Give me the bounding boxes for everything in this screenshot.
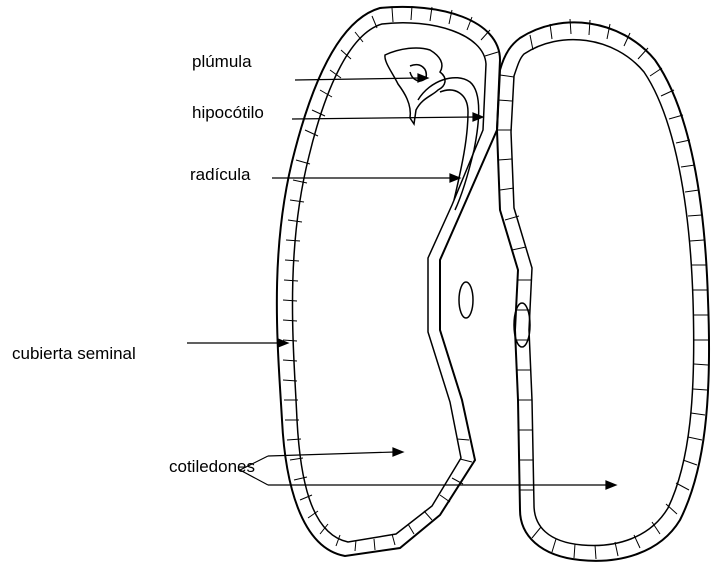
- right-seed-coat-inner: [511, 40, 694, 546]
- label-cotiledones: cotiledones: [169, 458, 255, 475]
- plumula-leader: [295, 78, 420, 80]
- right-cotyledon: [459, 19, 709, 561]
- cotiledones-arrowhead-lower: [606, 481, 616, 489]
- label-cubierta-seminal: cubierta seminal: [12, 345, 136, 362]
- left-seam-bulge: [459, 282, 473, 318]
- embryo: [385, 48, 479, 210]
- label-hipocotilo: hipocótilo: [192, 104, 264, 121]
- cotiledones-leader-upper: [268, 452, 395, 456]
- right-seed-coat-outer: [497, 22, 709, 560]
- left-seed-coat-inner: [292, 23, 486, 542]
- radicle-shape: [440, 90, 468, 200]
- label-radicula: radícula: [190, 166, 250, 183]
- left-cotyledon: [277, 6, 500, 556]
- leader-lines: [187, 74, 616, 489]
- plumule-shape: [385, 48, 445, 124]
- cotiledones-arrowhead-upper: [393, 448, 403, 456]
- label-plumula: plúmula: [192, 53, 252, 70]
